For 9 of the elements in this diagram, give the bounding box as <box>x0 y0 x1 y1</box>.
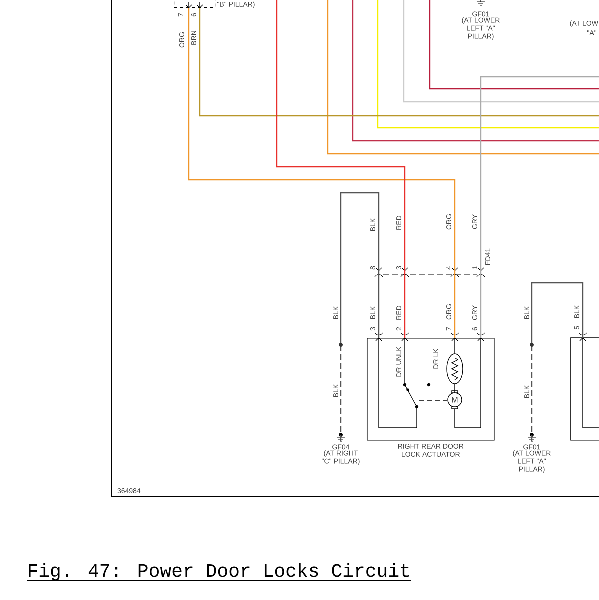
wire <box>480 76 599 338</box>
caption: Fig. 47: Power Door Locks Circuit <box>26 563 412 582</box>
motor-symbol-letter: M <box>452 397 458 403</box>
wire <box>188 8 456 338</box>
wire <box>530 282 584 444</box>
wire <box>276 0 406 338</box>
component-box <box>570 338 599 441</box>
wire <box>339 192 380 444</box>
wire <box>199 8 599 117</box>
